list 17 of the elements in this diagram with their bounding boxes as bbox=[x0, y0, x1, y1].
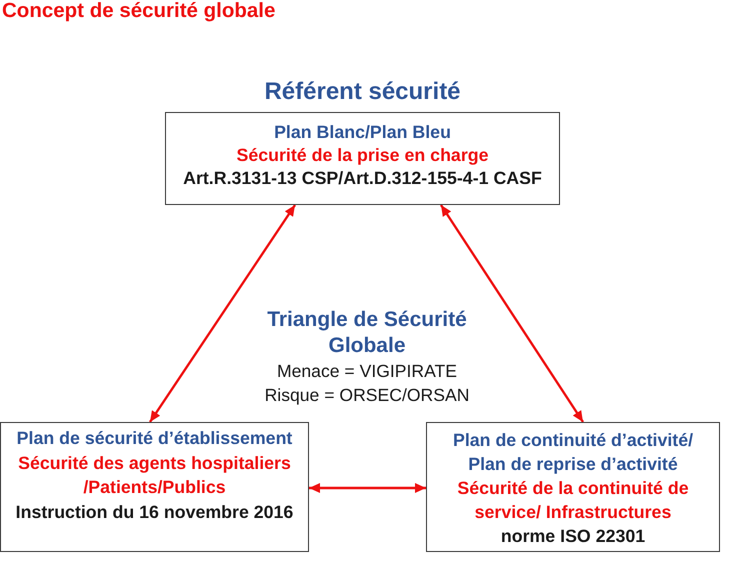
box-title: Plan de continuité d’activité/ Plan de reprise d’activité bbox=[452, 430, 694, 474]
center-note: Risque = ORSEC/ORSAN bbox=[264, 384, 470, 407]
box-subtitle: Sécurité de la continuité de service/ Infrastructures bbox=[457, 478, 689, 522]
box-note: Instruction du 16 novembre 2016 bbox=[16, 502, 294, 522]
box-note: Art.R.3131-13 CSP/Art.D.312-155-4-1 CASF bbox=[183, 168, 542, 188]
box-subtitle: Sécurité des agents hospitaliers /Patients/Publics bbox=[18, 452, 291, 497]
box-title: Plan de sécurité d’établissement bbox=[16, 428, 292, 448]
diagram-title: Concept de sécurité globale bbox=[2, 0, 276, 22]
section-heading: Référent sécurité bbox=[264, 77, 461, 107]
box-note: norme ISO 22301 bbox=[500, 526, 646, 546]
double-arrow bbox=[309, 483, 426, 493]
center-heading: Triangle de Sécurité Globale bbox=[266, 307, 468, 359]
double-arrow bbox=[440, 204, 584, 423]
box-title: Plan Blanc/Plan Bleu bbox=[274, 122, 451, 142]
center-note: Menace = VIGIPIRATE bbox=[276, 360, 458, 383]
double-arrow bbox=[149, 204, 296, 423]
box-subtitle: Sécurité de la prise en charge bbox=[236, 145, 488, 165]
